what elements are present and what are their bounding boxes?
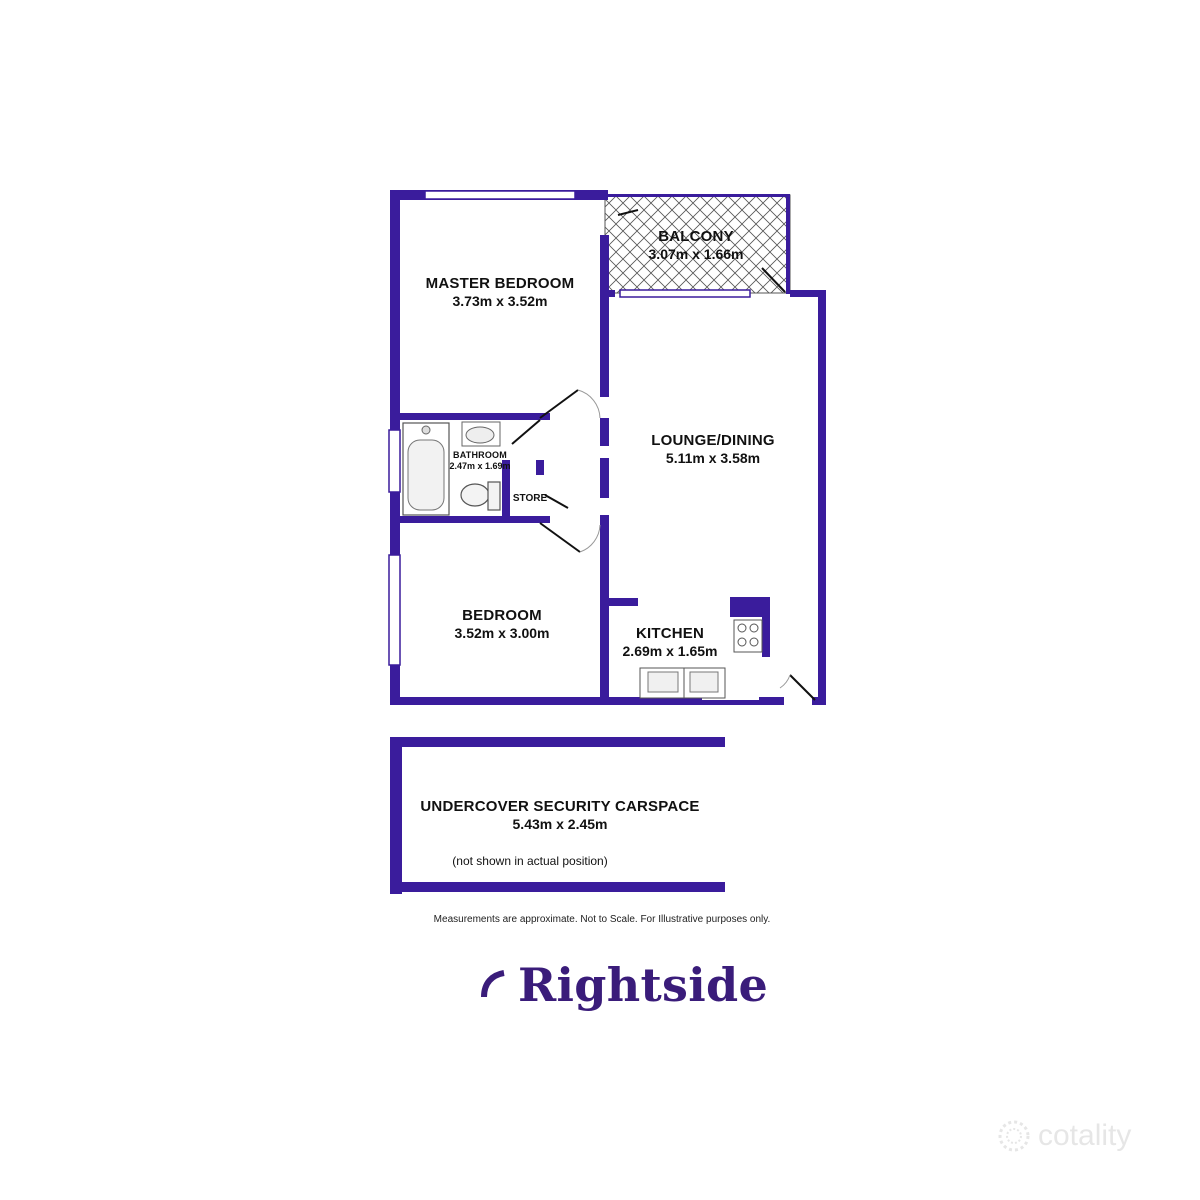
kitchen-bench <box>639 667 726 699</box>
windows <box>388 190 751 666</box>
carspace-name: UNDERCOVER SECURITY CARSPACE <box>420 798 700 815</box>
watermark-text: cotality <box>1038 1119 1132 1152</box>
bedroom-name: BEDROOM <box>462 607 542 624</box>
lounge-dining-label: LOUNGE/DINING 5.11m x 3.58m <box>651 432 774 467</box>
doors <box>511 209 816 701</box>
balcony-dims: 3.07m x 1.66m <box>648 246 744 262</box>
bathtub <box>402 422 450 516</box>
kitchen-dims: 2.69m x 1.65m <box>622 643 718 659</box>
lounge-dining-dims: 5.11m x 3.58m <box>665 450 761 466</box>
basin <box>461 421 501 447</box>
master-bedroom-name: MASTER BEDROOM <box>425 275 575 292</box>
carspace-label: UNDERCOVER SECURITY CARSPACE 5.43m x 2.4… <box>420 798 699 833</box>
bathroom-name: BATHROOM <box>453 450 507 460</box>
store-label: STORE <box>513 493 547 505</box>
carspace-dims: 5.43m x 2.45m <box>512 816 608 832</box>
stove <box>733 619 763 653</box>
carspace-outline <box>390 737 725 894</box>
bedroom-label: BEDROOM 3.52m x 3.00m <box>455 607 550 642</box>
balcony-name: BALCONY <box>658 228 734 245</box>
cotality-logo-icon <box>998 1120 1030 1152</box>
store-name: STORE <box>512 493 548 504</box>
master-bedroom-label: MASTER BEDROOM 3.73m x 3.52m <box>426 275 575 310</box>
watermark: cotality <box>996 1118 1131 1154</box>
bathroom-label: BATHROOM 2.47m x 1.69m <box>449 450 510 472</box>
brand-name: Rightside <box>518 958 769 1012</box>
disclaimer: Measurements are approximate. Not to Sca… <box>433 914 771 925</box>
bedroom-dims: 3.52m x 3.00m <box>454 625 550 641</box>
brand-logo: Rightside <box>480 955 768 1015</box>
carspace-note: (not shown in actual position) <box>452 854 608 868</box>
master-bedroom-dims: 3.73m x 3.52m <box>452 293 548 309</box>
bathroom-dims: 2.47m x 1.69m <box>449 460 511 471</box>
toilet <box>460 481 501 511</box>
lounge-dining-name: LOUNGE/DINING <box>651 432 775 449</box>
kitchen-name: KITCHEN <box>635 625 705 642</box>
rightside-logo-icon <box>481 970 505 998</box>
kitchen-label: KITCHEN 2.69m x 1.65m <box>623 625 718 660</box>
balcony-label: BALCONY 3.07m x 1.66m <box>649 228 744 263</box>
